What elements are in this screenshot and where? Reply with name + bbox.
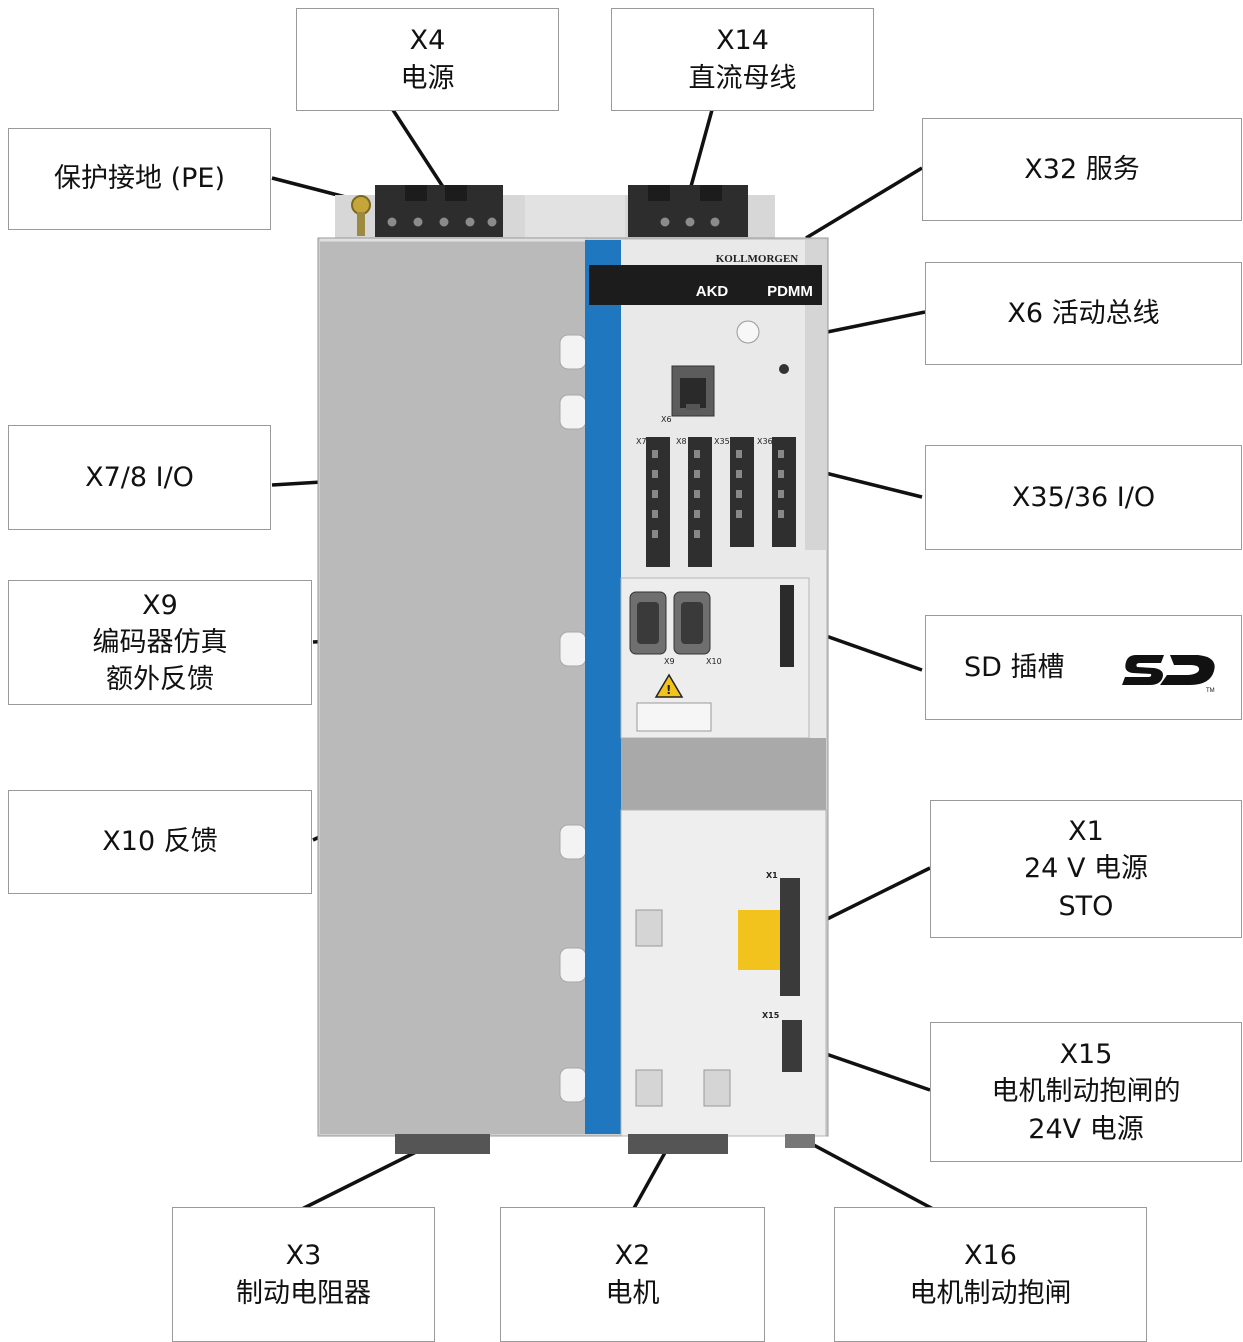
callout-x1-desc2: STO: [1058, 890, 1114, 922]
callout-x6-line: X6 活动总线: [1007, 297, 1160, 329]
callout-x15: X15 电机制动抱闸的 24V 电源: [930, 1022, 1242, 1162]
leader-x4: [391, 109, 447, 191]
callout-x3-desc: 制动电阻器: [236, 1277, 371, 1309]
sd-slot: [780, 585, 794, 667]
model-text: AKD: [696, 283, 729, 300]
io-connectors: [646, 437, 796, 567]
callout-x15-desc1: 电机制动抱闸的: [991, 1076, 1181, 1108]
x9-dsub-connector: [629, 591, 667, 655]
callout-x3536: X35/36 I/O: [925, 445, 1242, 550]
x16-bottom-connector: [785, 1134, 815, 1148]
x4-connector: [375, 185, 503, 237]
akd-drive-illustration: KOLLMORGEN AKD PDMM X6 X7 X8 X35 X36 X9 …: [317, 185, 829, 1154]
x15-connector: [782, 1020, 802, 1072]
svg-text:!: !: [666, 683, 671, 697]
callout-x78: X7/8 I/O: [8, 425, 271, 530]
svg-text:TM: TM: [1206, 688, 1215, 693]
callout-x2-desc: 电机: [605, 1277, 660, 1309]
callout-x14-desc: 直流母线: [688, 62, 797, 94]
callout-x1: X1 24 V 电源 STO: [930, 800, 1242, 938]
callout-x4-title: X4: [409, 25, 446, 57]
callout-x2: X2 电机: [500, 1207, 765, 1342]
callout-x3536-line: X35/36 I/O: [1011, 481, 1156, 513]
callout-x9-desc1: 编码器仿真: [92, 626, 228, 658]
callout-x16-desc: 电机制动抱闸: [909, 1277, 1072, 1309]
leader-x32: [805, 166, 923, 240]
heatsink-panel: [320, 240, 585, 1134]
callout-x1-desc1: 24 V 电源: [1024, 853, 1148, 885]
brand-text: KOLLMORGEN: [716, 253, 799, 265]
x10-dsub-connector: [673, 591, 711, 655]
callout-x16-title: X16: [964, 1240, 1017, 1272]
x1-label: X1: [766, 871, 778, 880]
callout-x9: X9 编码器仿真 额外反馈: [8, 580, 312, 705]
callout-x2-title: X2: [614, 1240, 651, 1272]
status-led-icon: [779, 364, 789, 374]
callout-x14: X14 直流母线: [611, 8, 874, 111]
callout-pe-line: 保护接地 (PE): [54, 163, 225, 195]
callout-x4-desc: 电源: [400, 62, 455, 94]
x2-bottom-connector: [628, 1134, 728, 1154]
leader-x16: [794, 1133, 936, 1212]
x6-label: X6: [661, 415, 672, 424]
x35-label: X35: [714, 437, 730, 446]
callout-sd-line: SD 插槽: [964, 651, 1065, 683]
warning-sticker: [636, 702, 712, 732]
ethernet-port-icon: [671, 365, 715, 417]
leader-x14: [688, 109, 714, 191]
callout-x32: X32 服务: [922, 118, 1242, 221]
callout-x9-desc2: 额外反馈: [106, 664, 214, 696]
callout-x16: X16 电机制动抱闸: [834, 1207, 1147, 1342]
callout-x3: X3 制动电阻器: [172, 1207, 435, 1342]
callout-x78-line: X7/8 I/O: [85, 461, 194, 493]
callout-x3-title: X3: [285, 1240, 322, 1272]
callout-x1-title: X1: [1068, 816, 1104, 848]
callout-x14-title: X14: [716, 25, 769, 57]
brand-bar: [589, 265, 822, 305]
front-panel-band: [621, 738, 826, 810]
x8-label: X8: [676, 437, 687, 446]
x3-bottom-connector: [395, 1134, 490, 1154]
callout-x4: X4 电源: [296, 8, 559, 111]
sd-logo-icon: TM: [1121, 654, 1215, 693]
callout-x32-line: X32 服务: [1024, 153, 1140, 185]
variant-text: PDMM: [767, 283, 813, 300]
rotary-switch-icon: [736, 320, 760, 344]
blue-stripe: [585, 240, 621, 1134]
high-voltage-warning-icon: !: [654, 673, 684, 698]
x15-label: X15: [762, 1011, 780, 1020]
lower-vents: [635, 909, 731, 1107]
x14-connector: [628, 185, 748, 237]
x36-label: X36: [757, 437, 773, 446]
callout-x6: X6 活动总线: [925, 262, 1242, 365]
x9-label: X9: [664, 657, 675, 666]
callout-x10-line: X10 反馈: [102, 826, 218, 858]
x7-label: X7: [636, 437, 647, 446]
callout-pe: 保护接地 (PE): [8, 128, 271, 230]
callout-x15-title: X15: [1059, 1039, 1113, 1071]
pe-screw-icon: [351, 195, 371, 236]
x1-connector: [780, 878, 800, 996]
callout-sd: SD 插槽 TM: [925, 615, 1242, 720]
callout-x15-desc2: 24V 电源: [1028, 1113, 1144, 1145]
callout-x9-title: X9: [142, 589, 178, 621]
callout-x10: X10 反馈: [8, 790, 312, 894]
x10-label: X10: [706, 657, 722, 666]
